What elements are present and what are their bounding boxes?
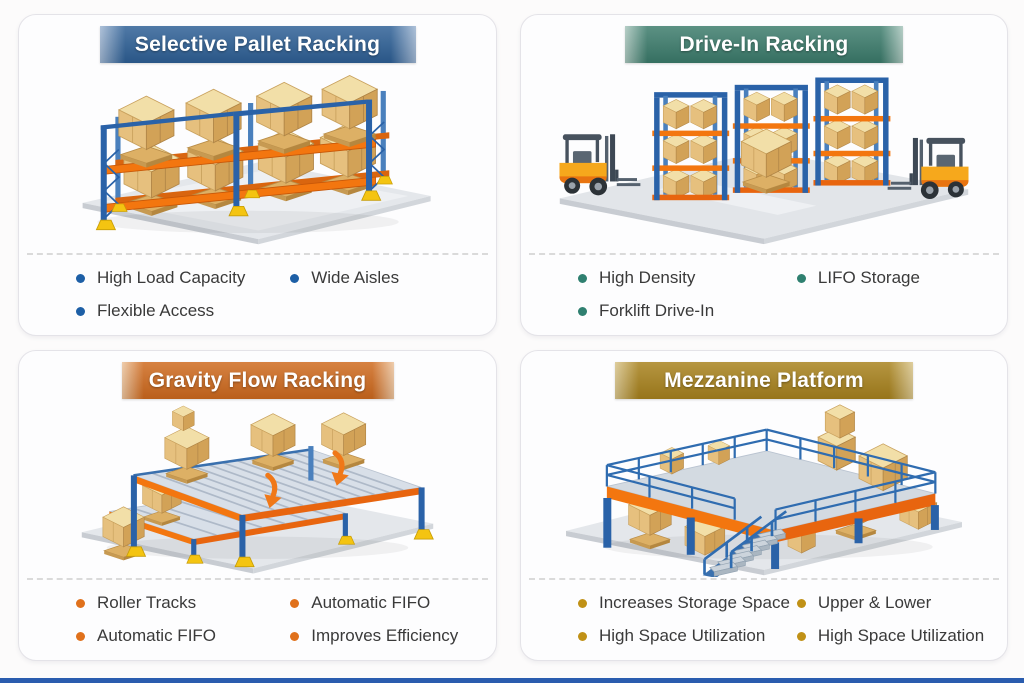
bullet-dot (76, 631, 85, 641)
card-title-banner: Mezzanine Platform (615, 362, 913, 399)
feature-label: Automatic FIFO (97, 626, 217, 645)
feature-item: Automatic FIFO (290, 593, 488, 613)
card-title: Mezzanine Platform (664, 368, 864, 392)
card-title-banner: Selective Pallet Racking (99, 26, 416, 63)
card-selective-pallet-racking: Selective Pallet Racking (18, 14, 497, 336)
feature-label: High Density (599, 268, 696, 287)
feature-label: High Load Capacity (97, 268, 246, 287)
bullet-dot (796, 631, 806, 641)
feature-item: Increases Storage Space (578, 593, 797, 613)
gravity-flow-racking-illustration (19, 399, 496, 578)
card-drive-in-racking: Drive-In Racking High Den (520, 14, 1008, 336)
dashed-divider (529, 253, 999, 255)
feature-label: LIFO Storage (817, 268, 920, 287)
bullet-dot (290, 598, 300, 608)
card-title: Selective Pallet Racking (134, 32, 381, 56)
feature-item: Wide Aisles (290, 268, 488, 288)
card-title: Gravity Flow Racking (148, 368, 367, 392)
bullet-dot (796, 598, 806, 608)
feature-list: Roller Tracks Automatic FIFO Automatic F… (19, 580, 496, 660)
feature-label: Forklift Drive-In (599, 301, 715, 320)
feature-list: High Density LIFO Storage Forklift Drive… (521, 255, 1007, 335)
feature-label: High Space Utilization (817, 626, 985, 645)
bullet-dot (578, 306, 587, 316)
bullet-dot (578, 598, 587, 608)
feature-item: High Load Capacity (76, 268, 290, 288)
dashed-divider (529, 578, 999, 580)
feature-item: High Space Utilization (796, 626, 999, 646)
selective-pallet-racking-illustration (19, 63, 496, 253)
card-title: Drive-In Racking (679, 32, 849, 56)
feature-item: Forklift Drive-In (578, 301, 797, 321)
feature-label: Roller Tracks (97, 593, 197, 612)
feature-item: Improves Efficiency (290, 626, 488, 646)
drive-in-racking-illustration (521, 63, 1007, 253)
card-title-banner: Drive-In Racking (625, 26, 903, 63)
dashed-divider (27, 578, 488, 580)
feature-label: Upper & Lower (817, 593, 932, 612)
card-grid: Selective Pallet Racking (18, 14, 1008, 661)
bullet-dot (290, 273, 300, 283)
bullet-dot (76, 273, 85, 283)
feature-list: Increases Storage Space Upper & Lower Hi… (521, 580, 1007, 660)
bottom-bar (0, 678, 1024, 683)
bullet-dot (796, 273, 806, 283)
bullet-dot (578, 631, 587, 641)
feature-label: Flexible Access (97, 301, 215, 320)
feature-label: Automatic FIFO (311, 593, 431, 612)
card-title-banner: Gravity Flow Racking (121, 362, 394, 399)
feature-list: High Load Capacity Wide Aisles Flexible … (19, 255, 496, 335)
feature-item: LIFO Storage (796, 268, 999, 288)
mezzanine-platform-illustration (521, 399, 1007, 578)
feature-item: High Density (578, 268, 797, 288)
bullet-dot (578, 273, 587, 283)
stair-handrail (703, 509, 787, 574)
card-mezzanine-platform: Mezzanine Platform (520, 350, 1008, 661)
feature-label: High Space Utilization (599, 626, 766, 645)
bullet-dot (76, 598, 85, 608)
feature-item: Automatic FIFO (76, 626, 290, 646)
bullet-dot (290, 631, 300, 641)
dashed-divider (27, 253, 488, 255)
feature-label: Increases Storage Space (599, 593, 790, 612)
feature-label: Improves Efficiency (311, 626, 459, 645)
feature-item: Upper & Lower (796, 593, 999, 613)
card-gravity-flow-racking: Gravity Flow Racking (18, 350, 497, 661)
feature-item: High Space Utilization (578, 626, 797, 646)
feature-item: Flexible Access (76, 301, 290, 321)
railing (605, 428, 937, 531)
feature-label: Wide Aisles (311, 268, 400, 287)
bullet-dot (76, 306, 85, 316)
feature-item: Roller Tracks (76, 593, 290, 613)
